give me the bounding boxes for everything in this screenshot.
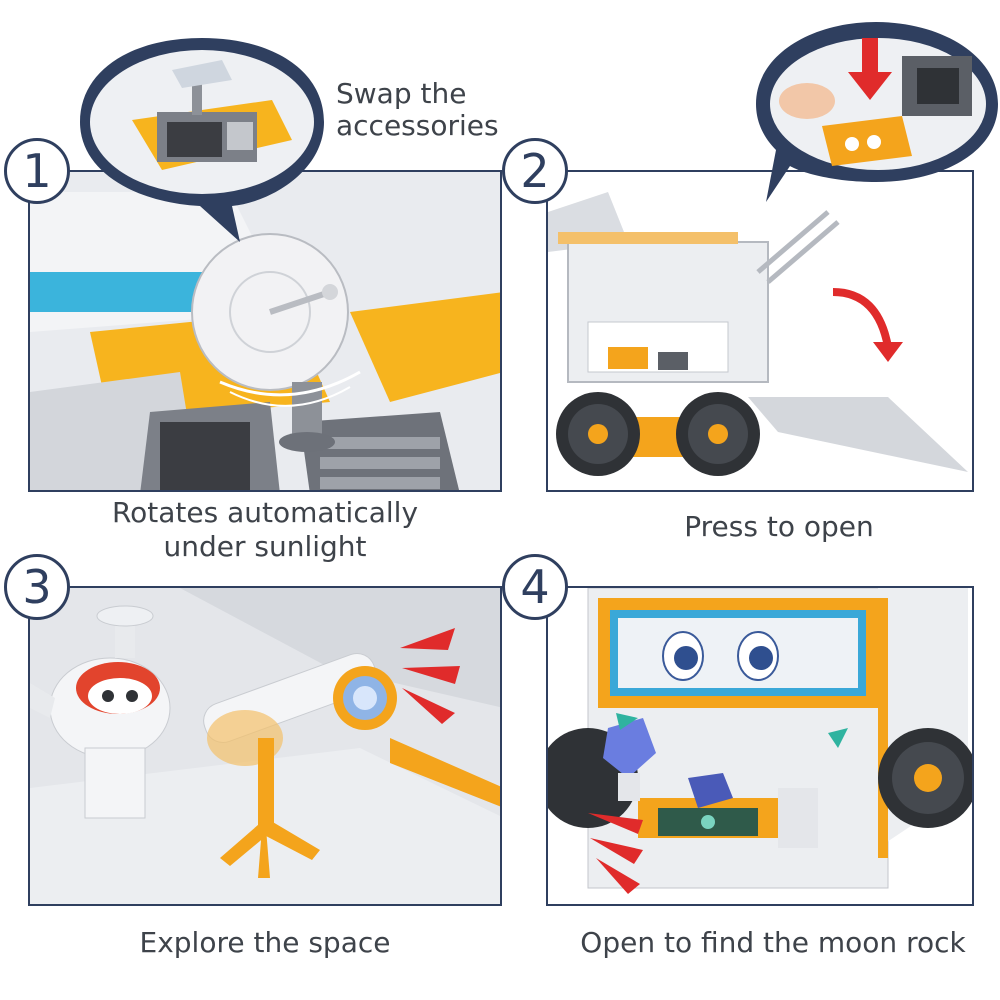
caption-3-text: Explore the space: [139, 926, 391, 959]
caption-2: Press to open: [546, 510, 1000, 544]
panel-2-illustration: [548, 172, 972, 490]
panel-4-illustration: [548, 588, 972, 904]
step-badge-3: 3: [4, 554, 70, 620]
panel-3-illustration: [30, 588, 500, 904]
caption-1-line2: under sunlight: [163, 530, 367, 563]
callout-bubble-1: [80, 38, 324, 242]
step-number-4: 4: [520, 560, 550, 614]
panel-3: [28, 586, 502, 906]
step-number-3: 3: [22, 560, 52, 614]
step-number-1: 1: [22, 144, 52, 198]
caption-4: Open to find the moon rock: [546, 926, 1000, 960]
step-badge-2: 2: [502, 138, 568, 204]
callout-bubble-2: [756, 22, 998, 202]
callout-text-1-line2: accessories: [336, 109, 499, 142]
caption-1: Rotates automatically under sunlight: [28, 496, 502, 564]
callout-text-1: Swap the accessories: [336, 78, 506, 142]
step-badge-4: 4: [502, 554, 568, 620]
caption-4-text: Open to find the moon rock: [580, 926, 966, 959]
caption-2-text: Press to open: [684, 510, 874, 543]
panel-1: [28, 170, 502, 492]
caption-3: Explore the space: [28, 926, 502, 960]
callout-text-1-line1: Swap the: [336, 77, 467, 110]
step-badge-1: 1: [4, 138, 70, 204]
panel-1-illustration: [30, 172, 500, 490]
caption-1-line1: Rotates automatically: [111, 496, 419, 529]
step-number-2: 2: [520, 144, 550, 198]
panel-4: [546, 586, 974, 906]
panel-2: [546, 170, 974, 492]
